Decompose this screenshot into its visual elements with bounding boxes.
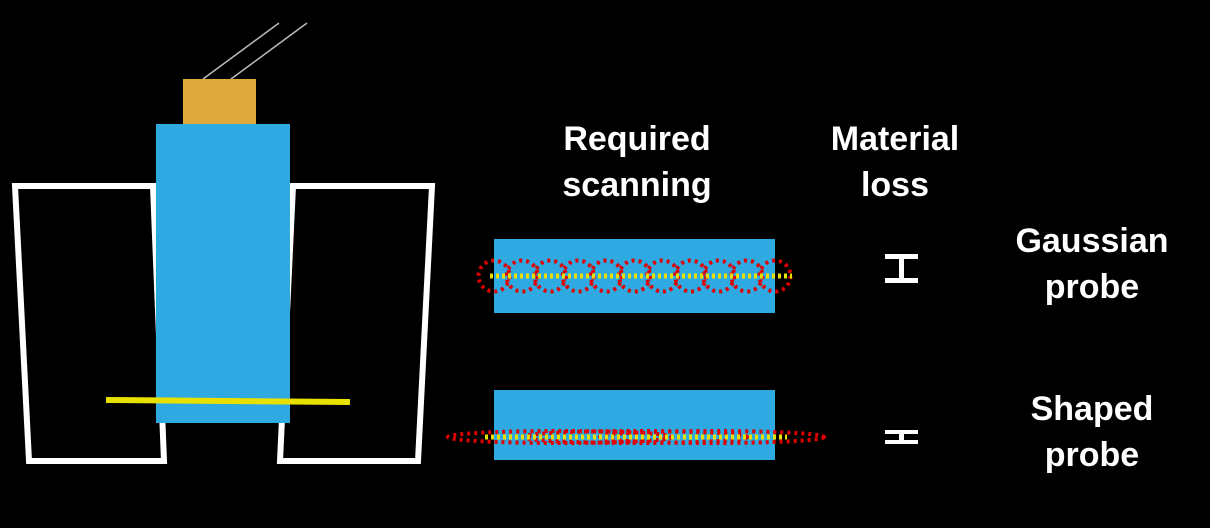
gaussian-probe-spot: [617, 258, 652, 294]
row-label-shaped-probe: Shaped probe: [942, 386, 1210, 478]
row-label-gaussian-probe: Gaussian probe: [942, 218, 1210, 310]
header-line: loss: [860, 166, 930, 204]
gaussian-probe-spot: [588, 258, 624, 294]
setup-illustration: [11, 22, 436, 464]
row-label-line: Gaussian: [1015, 222, 1169, 260]
left-tank-wall: [11, 183, 168, 464]
laser-line: [105, 397, 351, 405]
header-line: scanning: [562, 166, 712, 204]
shaped-scan: [446, 390, 826, 460]
wire: [230, 22, 308, 80]
row-label-line: Shaped: [1030, 390, 1154, 428]
gaussian-probe-spot: [532, 258, 568, 294]
holder-cap: [183, 79, 256, 124]
row-label-line: probe: [1044, 436, 1140, 474]
header-material-loss: Material loss: [745, 116, 1045, 208]
material-loss-large-icon: [885, 254, 918, 283]
material-loss-small-icon: [885, 430, 918, 444]
header-line: Required: [563, 120, 711, 158]
gaussian-probe-spot: [701, 258, 737, 294]
row-label-line: probe: [1044, 268, 1140, 306]
workpiece-column: [156, 124, 290, 423]
right-tank-wall: [276, 183, 436, 464]
header-required-scanning: Required scanning: [487, 116, 787, 208]
workpiece-strip: [494, 390, 775, 460]
wire: [202, 22, 280, 80]
gaussian-scan: [476, 239, 793, 313]
gaussian-probe-spot: [504, 258, 540, 294]
header-line: Material: [830, 120, 960, 158]
